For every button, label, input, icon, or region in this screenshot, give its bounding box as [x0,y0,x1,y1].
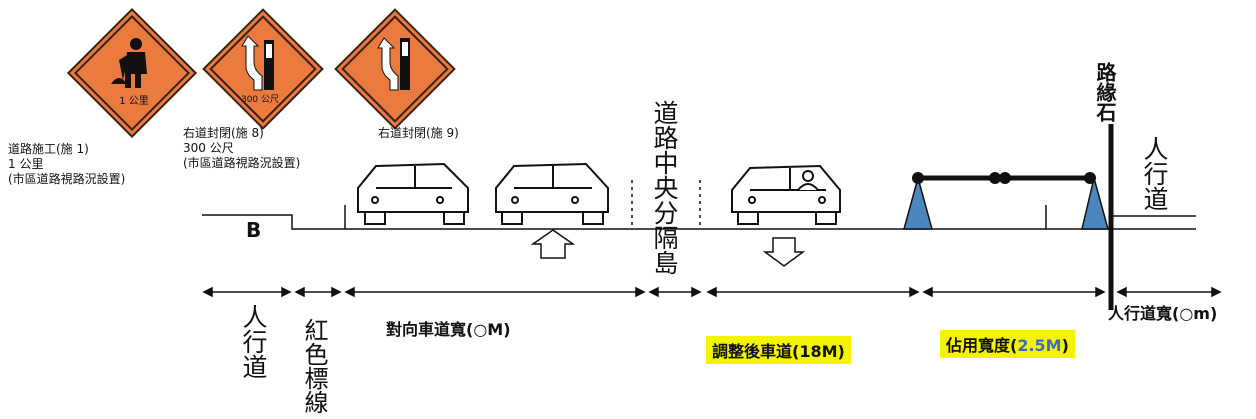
dimension-lines [202,286,1222,298]
sign-caption-right-lane-closed-8: 右道封閉(施 8) 300 公尺 (市區道路視路況設置) [183,126,301,170]
arrow-up-icon [530,229,576,259]
arrow-down-icon [762,237,806,267]
dim-opposite-lane-label: 對向車道寬(○M) [386,320,511,339]
curb-stone-label: 路緣石 [1093,62,1117,122]
car-icon [731,164,841,225]
road-work-sign-icon: 1 公里 [66,7,198,139]
sidewalk-label-right: 人行道 [1140,136,1169,211]
sign-distance-text: 1 公里 [119,95,149,107]
right-lane-closed-sign-icon: 300 公尺 [202,8,324,130]
sign-distance-text: 300 公尺 [241,94,279,105]
median-island-label: 道路中央分隔島 [650,100,679,275]
dim-occupied-width-label: 佔用寬度(2.5M) [940,330,1075,358]
occupied-width-value: 2.5M [1017,336,1062,355]
dim-red-line-label: 紅色標線 [300,318,328,414]
right-lane-closed-sign-icon [334,8,456,130]
traffic-cone-icon [903,175,933,230]
sign-caption-road-work: 道路施工(施 1) 1 公里 (市區道路視路況設置) [8,142,126,186]
dim-adjusted-lane-label: 調整後車道(18M) [706,336,851,364]
dim-sidewalk-label: 人行道 [239,304,268,379]
point-label-b: B [246,218,262,242]
sign-caption-right-lane-closed-9: 右道封閉(施 9) [378,126,459,140]
dim-sidewalk-width-label: 人行道寬(○m) [1108,304,1218,323]
car-icon [357,162,469,225]
car-icon [495,162,609,225]
traffic-cone-icon [1081,177,1109,230]
